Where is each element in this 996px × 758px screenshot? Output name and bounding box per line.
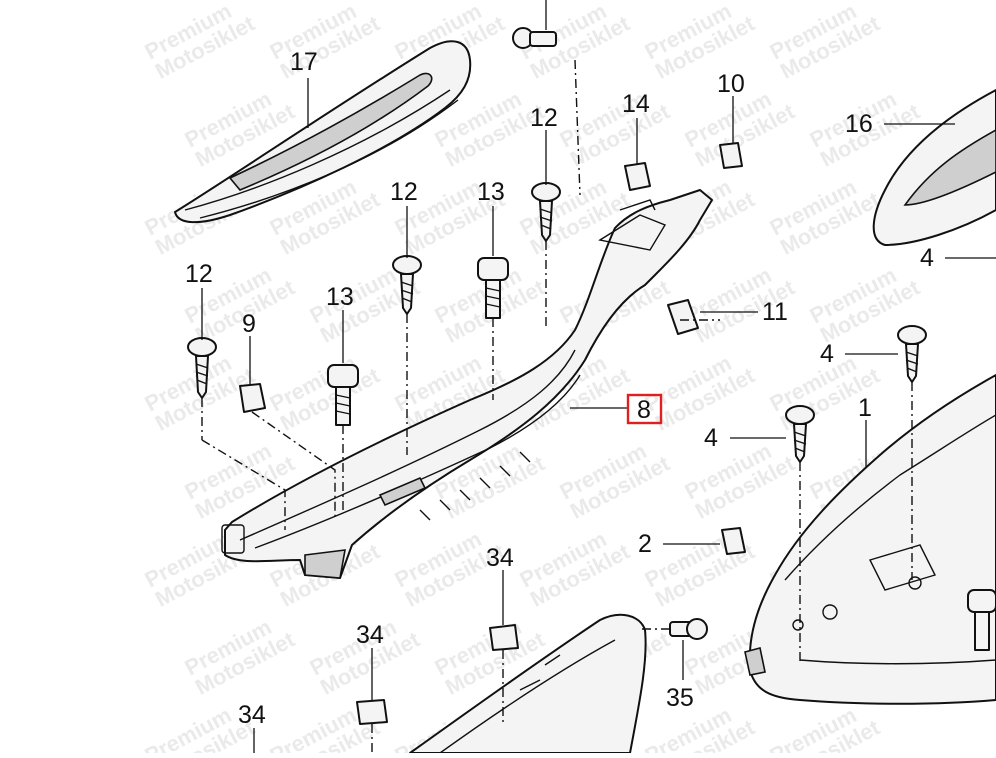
callout-34-a: 34 xyxy=(486,544,514,572)
part-16-cover xyxy=(872,89,996,246)
clip-11 xyxy=(667,299,699,335)
clip-2 xyxy=(721,527,746,555)
callout-11: 11 xyxy=(762,298,788,326)
top-bolt xyxy=(512,0,557,49)
bolt-13-a xyxy=(327,364,359,426)
callout-35: 35 xyxy=(666,684,694,712)
screw-12-b xyxy=(392,255,422,315)
callout-8-highlight-box xyxy=(626,393,663,425)
callout-34-b: 34 xyxy=(356,621,384,649)
leader-lines xyxy=(201,78,996,753)
part-8-floor-frame xyxy=(221,189,713,579)
bolt-13-b xyxy=(477,257,509,319)
callout-4-c: 4 xyxy=(704,424,718,452)
callout-14: 14 xyxy=(622,90,650,118)
callout-16: 16 xyxy=(845,110,873,138)
callout-labels: 17 16 14 10 12 12 12 13 13 9 11 8 4 4 4 … xyxy=(185,48,934,729)
clip-10 xyxy=(719,142,743,169)
lower-cover xyxy=(409,613,647,754)
callout-2: 2 xyxy=(638,530,652,558)
callout-34-c: 34 xyxy=(238,701,266,729)
callout-8: 8 xyxy=(637,396,651,424)
part-17-cover xyxy=(174,40,472,224)
part-1-floor-panel xyxy=(744,374,996,705)
callout-9: 9 xyxy=(242,310,256,338)
callout-12-c: 12 xyxy=(530,104,558,132)
callout-12-a: 12 xyxy=(185,260,213,288)
clip-34-b xyxy=(356,699,388,725)
callout-12-b: 12 xyxy=(390,178,418,206)
callout-10: 10 xyxy=(717,70,745,98)
callout-1: 1 xyxy=(858,394,872,422)
callout-13-b: 13 xyxy=(477,178,505,206)
callout-13-a: 13 xyxy=(326,283,354,311)
screw-4-b xyxy=(785,405,815,463)
screw-4-a xyxy=(897,325,927,383)
bolt-4-c xyxy=(967,589,996,651)
callout-17: 17 xyxy=(290,48,318,76)
clip-9 xyxy=(239,383,266,413)
clip-14 xyxy=(624,162,651,191)
callout-4-a: 4 xyxy=(920,244,934,272)
part-35-bolt xyxy=(640,618,708,640)
clip-34-a xyxy=(489,624,519,651)
assembly-lines xyxy=(201,241,913,753)
callout-4-b: 4 xyxy=(820,340,834,368)
